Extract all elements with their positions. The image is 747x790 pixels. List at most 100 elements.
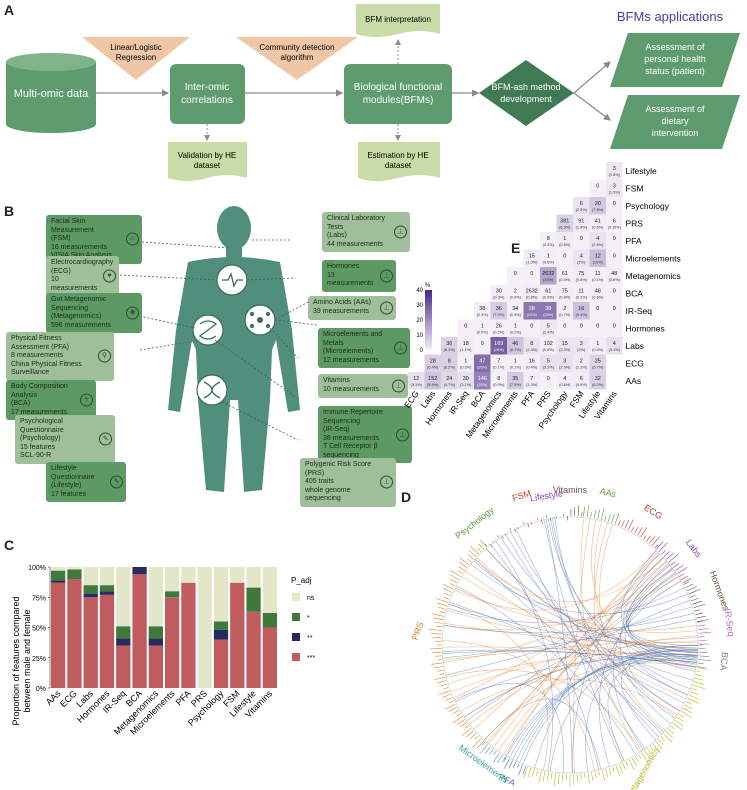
chord-tick [697, 666, 706, 669]
heatmap-percent: (29%) [494, 348, 505, 352]
heatmap-cell [490, 319, 507, 337]
heatmap-cell [589, 284, 606, 302]
measurement-line: (PRS) [305, 469, 325, 477]
bar-segment [67, 569, 82, 580]
heatmap-cell [589, 302, 606, 320]
heatmap-percent: (0.15%) [608, 226, 622, 230]
chord-tick [458, 561, 467, 568]
heatmap-count: 30 [496, 289, 502, 295]
chord-tick [522, 766, 527, 775]
heatmap-cell [507, 354, 524, 372]
chord-label: Vitamins [553, 485, 588, 495]
chord-link [455, 587, 697, 631]
validation-doc: Validation by HE dataset [168, 142, 247, 181]
chord-tick [433, 617, 444, 621]
heatmap-percent: (2.5%) [576, 208, 588, 212]
chord-label: Psychology [453, 504, 496, 541]
heatmap-count: 38 [479, 306, 485, 312]
chord-tick [682, 578, 692, 584]
heatmap-percent: (0.8%) [526, 296, 538, 300]
heatmap-cell [540, 302, 557, 320]
chord-tick [685, 701, 692, 705]
heatmap-cell [507, 267, 524, 285]
heatmap-percent: (0.0%) [493, 383, 505, 387]
heatmap-count: 28 [430, 359, 436, 365]
heatmap-percent: (2.9%) [559, 366, 571, 370]
svg-text:Assessment of: Assessment of [645, 42, 705, 52]
heatmap-percent: (0.6%) [592, 296, 604, 300]
molecule-circle [244, 304, 276, 336]
heatmap-row-label: IR-Seq [626, 306, 653, 316]
heatmap-row-label: Hormones [626, 323, 665, 333]
app-dietary-intervention: Assessment of dietary intervention [610, 95, 740, 149]
bfm-ash-diamond: BFM-ash method development [479, 60, 574, 126]
heatmap-cell [556, 284, 573, 302]
heatmap-percent: (1.8%) [609, 173, 621, 177]
heatmap-cell [556, 354, 573, 372]
tube-icon: ⊥ [380, 301, 393, 315]
heatmap-count: 1 [563, 236, 566, 242]
chord-link [443, 568, 673, 663]
chord-link [446, 669, 642, 752]
heatmap-cell [556, 319, 573, 337]
chord-tick [625, 761, 629, 766]
heatmap-percent: (6.3%) [559, 226, 571, 230]
heatmap-percent: (0.0%) [510, 296, 522, 300]
heatmap-row-label: Metagenomics [626, 271, 681, 281]
heatmap-cell [556, 372, 573, 390]
chord-tick [501, 535, 505, 540]
body-diagram [119, 206, 319, 492]
heatmap-count: 41 [595, 219, 601, 225]
heatmap-percent: (0.4%) [592, 348, 604, 352]
bar-segment [67, 567, 82, 570]
chord-link [543, 519, 623, 763]
heatmap-percent: (0.6%) [609, 278, 621, 282]
measurement-line: 16 measurements [51, 243, 108, 251]
chord-tick [476, 740, 484, 749]
chord-link [442, 650, 697, 667]
chord-link [449, 601, 685, 704]
heatmap-percent: (0.1%) [510, 366, 522, 370]
heatmap-cell [408, 372, 425, 390]
bar-segment [262, 612, 277, 628]
chord-link [490, 544, 600, 770]
chord-tick [695, 674, 702, 677]
heatmap-cell [573, 319, 590, 337]
heatmap-cell [589, 249, 606, 267]
heatmap-cell [606, 179, 623, 197]
chord-tick [663, 733, 673, 743]
chord-link [620, 549, 698, 661]
chord-tick [692, 600, 703, 605]
chord-link [573, 518, 591, 773]
heatmap-count: 0 [547, 376, 550, 382]
heatmap-percent: (3.1%) [460, 383, 472, 387]
heatmap-count: 0 [613, 254, 616, 260]
heatmap-cell [606, 284, 623, 302]
chord-tick [480, 744, 489, 754]
heatmap-count: 8 [497, 376, 500, 382]
chord-tick [512, 761, 517, 769]
chord-tick [696, 670, 701, 673]
heatmap-cell [523, 249, 540, 267]
measurement-line: Physical Fitness Assessment (PFA) [11, 335, 69, 351]
heatmap-cell [589, 319, 606, 337]
chord-tick [545, 514, 548, 519]
heatmap-count: 0 [530, 324, 533, 330]
measurement-line: 12 measurements [323, 356, 380, 364]
heatmap-count: 1 [514, 324, 517, 330]
heatmap-count: 1 [514, 359, 517, 365]
measurement-box-labs: Clinical Laboratory Tests(Labs)44 measur… [322, 212, 410, 252]
chord-tick [437, 680, 447, 684]
chord-tick [442, 588, 453, 593]
chord-tick [677, 566, 688, 574]
legend-label: * [307, 615, 310, 622]
chord-tick [694, 609, 700, 612]
svg-text:BFM-ash method: BFM-ash method [491, 82, 560, 92]
chord-link [594, 520, 677, 717]
chord-tick [513, 528, 517, 533]
chord-link [548, 518, 696, 672]
measurement-line: Polygenic Risk Score [305, 461, 372, 468]
heatmap-row-label: BCA [626, 288, 644, 298]
chord-link [450, 640, 698, 693]
heatmap-count: 4 [596, 236, 599, 242]
